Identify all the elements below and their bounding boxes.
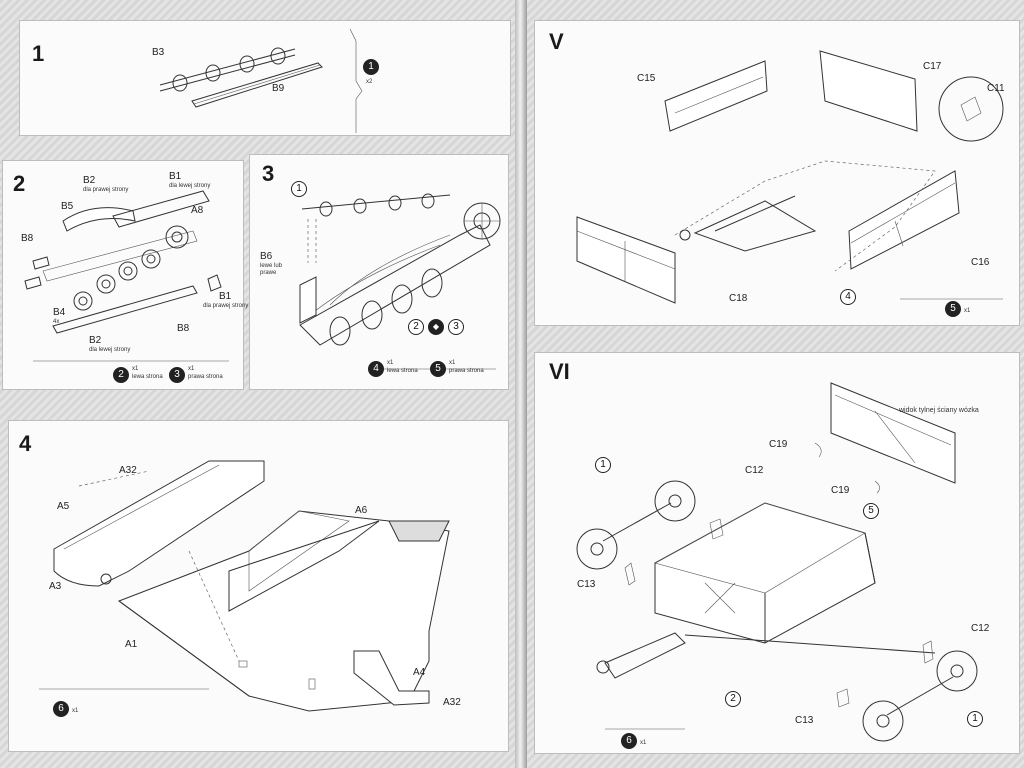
result-ref-right: 3 (169, 367, 185, 383)
suspension-drawing (24, 190, 229, 362)
result-ref-left: 4 (368, 361, 384, 377)
label-c12-top: C12 (745, 465, 764, 476)
label-a32-bottom: A32 (443, 697, 461, 708)
label-c13-left: C13 (577, 579, 596, 590)
result-ref-right: 5 (430, 361, 446, 377)
label-c17: C17 (923, 61, 942, 72)
label-c12-right: C12 (971, 623, 990, 634)
page-gutter (515, 0, 527, 768)
combo-join-icon: ◆ (428, 319, 444, 335)
result-qty-right: x1 (188, 366, 195, 372)
label-a1: A1 (125, 639, 138, 650)
label-c16: C16 (971, 257, 990, 268)
rod-parts-drawing (159, 28, 363, 133)
label-c19-top: C19 (769, 439, 788, 450)
result-ref: 6 (621, 733, 637, 749)
label-a6: A6 (355, 505, 368, 516)
ref-axle: 2 (725, 691, 741, 707)
result-qty: x1 (640, 740, 647, 746)
rear-wall-note: widok tylnej ściany wózka (899, 407, 979, 414)
step-number: V (549, 29, 564, 54)
result-note-left: lewa strona (132, 374, 163, 380)
ref-circle: 1 (363, 59, 379, 75)
note-b1-right: dla prawej strony (203, 303, 249, 309)
step-number: 4 (19, 431, 32, 456)
result-qty-left: x1 (387, 360, 394, 366)
label-a8: A8 (191, 205, 204, 216)
step-1-panel: 1 B3 B9 1 x2 (19, 20, 511, 136)
label-b2-bottom: B2 (89, 335, 102, 346)
step-2-panel: 2 B2 dla prawej strony B1 dla lewej stro… (2, 160, 248, 390)
label-b8-left: B8 (21, 233, 34, 244)
ref-box: 5 (863, 503, 879, 519)
note-b2-top: dla prawej strony (83, 187, 129, 193)
label-c18: C18 (729, 293, 748, 304)
ref-top: 1 (291, 181, 307, 197)
ref-circle: 4 (840, 289, 856, 305)
label-b5: B5 (61, 201, 74, 212)
step-VI-panel: VI widok tylnej ściany wózka C19 C19 C12… (534, 352, 1020, 754)
step-number: 1 (32, 41, 45, 66)
label-b8-right: B8 (177, 323, 190, 334)
step-number: 3 (262, 161, 275, 186)
ref-wheel-left: 1 (595, 457, 611, 473)
step-number: VI (549, 359, 570, 384)
label-c11: C11 (987, 83, 1005, 94)
hull-drawing (39, 460, 450, 712)
label-b4: B4 (53, 307, 66, 318)
label-b1-top: B1 (169, 171, 182, 182)
label-a5: A5 (57, 501, 70, 512)
label-a4: A4 (413, 667, 426, 678)
trailer-assembly-drawing (576, 382, 978, 742)
label-b1-right: B1 (219, 291, 232, 302)
track-assembly-drawing (299, 193, 501, 370)
label-c15: C15 (637, 73, 656, 84)
result-qty-right: x1 (449, 360, 456, 366)
label-a3: A3 (49, 581, 62, 592)
combo-left-ref: 2 (408, 319, 424, 335)
label-b9: B9 (272, 83, 285, 94)
combo-right-ref: 3 (448, 319, 464, 335)
result-ref-left: 2 (113, 367, 129, 383)
result-note-right: prawa strona (188, 374, 223, 380)
result-qty: x1 (72, 708, 79, 714)
label-b3: B3 (152, 47, 165, 58)
result-ref: 5 (945, 301, 961, 317)
label-b2-top: B2 (83, 175, 96, 186)
label-a32-top: A32 (119, 465, 137, 476)
trailer-frame-drawing (576, 50, 1004, 304)
step-number: 2 (13, 171, 26, 196)
result-note-right: prawa strona (449, 368, 484, 374)
note-b6: lewe lub prawe (260, 263, 283, 276)
result-qty-left: x1 (132, 366, 139, 372)
step-4-panel: 4 A32 A5 A3 A1 A6 A4 A32 6 x1 (8, 420, 509, 752)
result-note-left: lewa strona (387, 368, 418, 374)
qty: x2 (366, 79, 373, 85)
note-b4: 4x (53, 319, 60, 325)
label-b6: B6 (260, 251, 273, 262)
label-c19-bottom: C19 (831, 485, 850, 496)
result-ref: 6 (53, 701, 69, 717)
note-b1-top: dla lewej strony (169, 183, 211, 189)
result-qty: x1 (964, 308, 971, 314)
step-V-panel: V C15 C17 C11 C16 C18 4 5 x1 (534, 20, 1020, 326)
note-b2-bottom: dla lewej strony (89, 347, 131, 353)
step-3-panel: 3 1 B6 lewe lub prawe 2 ◆ 3 4 x1 lewa st… (249, 154, 509, 390)
ref-wheel-right: 1 (967, 711, 983, 727)
label-c13-bottom: C13 (795, 715, 814, 726)
